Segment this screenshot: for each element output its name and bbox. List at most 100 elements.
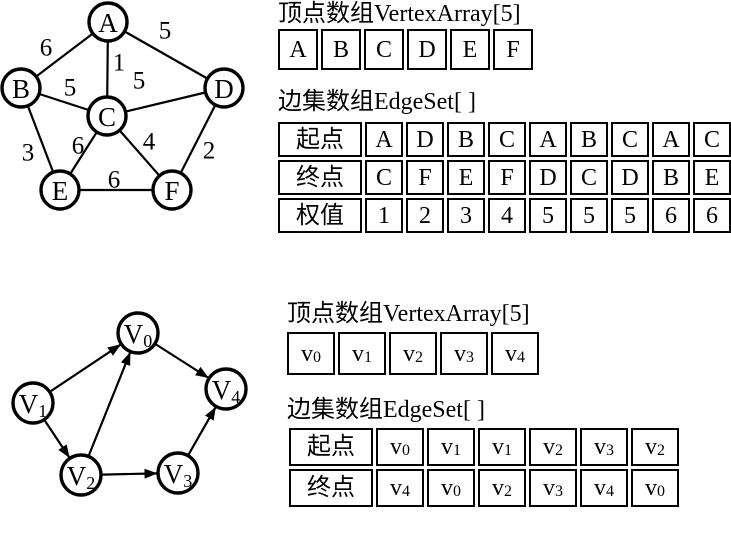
graph1-node-C-label: C [98,102,116,132]
weight-cell: 6 [693,198,731,233]
graph1-node-B-circle [0,67,42,109]
vertex-cell: A [278,29,318,70]
graph1-weight-B-E: 3 [22,140,35,167]
directed-graph: V0 V1 V2 V3 V4 [11,311,248,497]
graph1-node-F-circle [151,169,193,211]
graph2-edge-V2-V3 [102,468,158,479]
weight-cell: 5 [570,198,608,233]
end-cell: E [447,160,485,195]
graph1-edge-A-D [107,21,225,89]
graph2-edge-V1-V2 [44,420,71,458]
start-cell: A [365,122,403,157]
edge-set-title-2: 边集数组EdgeSet[ ] [287,397,485,423]
end-cell: D [611,160,649,195]
weight-cell: 5 [529,198,567,233]
row-header: 终点 [289,469,373,507]
start-cell: A [529,122,567,157]
graph1-weight-C-F: 4 [143,129,156,156]
vertex-cell: E [450,29,490,70]
vertex-cell: F [493,29,533,70]
start-cell: B [447,122,485,157]
graph2-node-V2-label: V2 [67,461,96,493]
graph1-weight-A-D: 5 [159,18,172,45]
graph1-weight-C-E: 6 [72,133,85,160]
graph2-node-V1-label: V1 [19,389,48,421]
end-cell: F [406,160,444,195]
graph1-node-C-circle [86,95,128,137]
graph2-node-V0-circle [116,311,160,355]
start-cell: D [406,122,444,157]
graph1-node-A-circle [87,1,129,43]
graph2-node-V3-label: V3 [164,459,193,491]
end-cell: B [652,160,690,195]
weight-cell: 1 [365,198,403,233]
vertex-cell: D [407,29,447,70]
graph2-node-V4-circle [204,367,248,411]
weight-cell: 4 [488,198,526,233]
weight-cell: 3 [447,198,485,233]
graph1-weight-C-D: 5 [133,68,146,95]
weight-cell: 6 [652,198,690,233]
graph2-node-V3-circle [156,451,200,495]
graph1-edge-weights: 6 1 5 5 5 3 6 4 2 6 [22,18,216,194]
edge-set-table-1: 起点 A D B C A B C A C 终点 C F E F D C D B … [278,122,731,233]
graph2-edge-V3-V4 [187,406,217,455]
graph1-weight-A-B: 6 [40,35,53,62]
graph1-node-E-label: E [52,176,69,206]
end-cell: D [529,160,567,195]
graph2-node-V2-circle [59,453,103,497]
graph1-node-D-label: D [214,74,234,104]
vertex-cell: B [321,29,361,70]
row-header: 权值 [278,198,362,233]
row-header: 起点 [289,428,373,466]
start-cell: A [652,122,690,157]
end-cell: C [365,160,403,195]
graph2-node-V0-label: V0 [124,319,153,351]
graph1-nodes: A B C D E F [0,1,245,211]
graph2-edge-V1-V0 [50,343,121,393]
graph1-node-E-circle [39,169,81,211]
graph1-node-B-label: B [12,74,30,104]
start-cell: C [611,122,649,157]
start-cell: C [693,122,731,157]
end-cell: C [570,160,608,195]
start-cell: C [488,122,526,157]
vertex-array-title-2: 顶点数组VertexArray[5] [287,301,530,327]
weight-cell: 2 [406,198,444,233]
graph1-node-D-circle [203,67,245,109]
end-cell: F [488,160,526,195]
undirected-weighted-graph: 6 1 5 5 5 3 6 4 2 6 A B C D E F [0,1,245,211]
graph2-edges [44,343,217,479]
graph1-weight-E-F: 6 [108,167,121,194]
row-header: 起点 [278,122,362,157]
graph2-node-V1-circle [11,381,55,425]
edge-set-title-1: 边集数组EdgeSet[ ] [278,89,476,115]
start-cell: B [570,122,608,157]
end-cell: E [693,160,731,195]
graph2-nodes: V0 V1 V2 V3 V4 [11,311,248,497]
graph2-edge-V0-V4 [155,343,209,379]
graph2-edge-V2-V0 [87,352,132,456]
graph1-node-A-label: A [98,8,118,38]
vertex-array-title-1: 顶点数组VertexArray[5] [278,1,521,27]
vertex-array-table-1: A B C D E F [278,29,533,70]
graph1-weight-B-C: 5 [64,75,77,102]
